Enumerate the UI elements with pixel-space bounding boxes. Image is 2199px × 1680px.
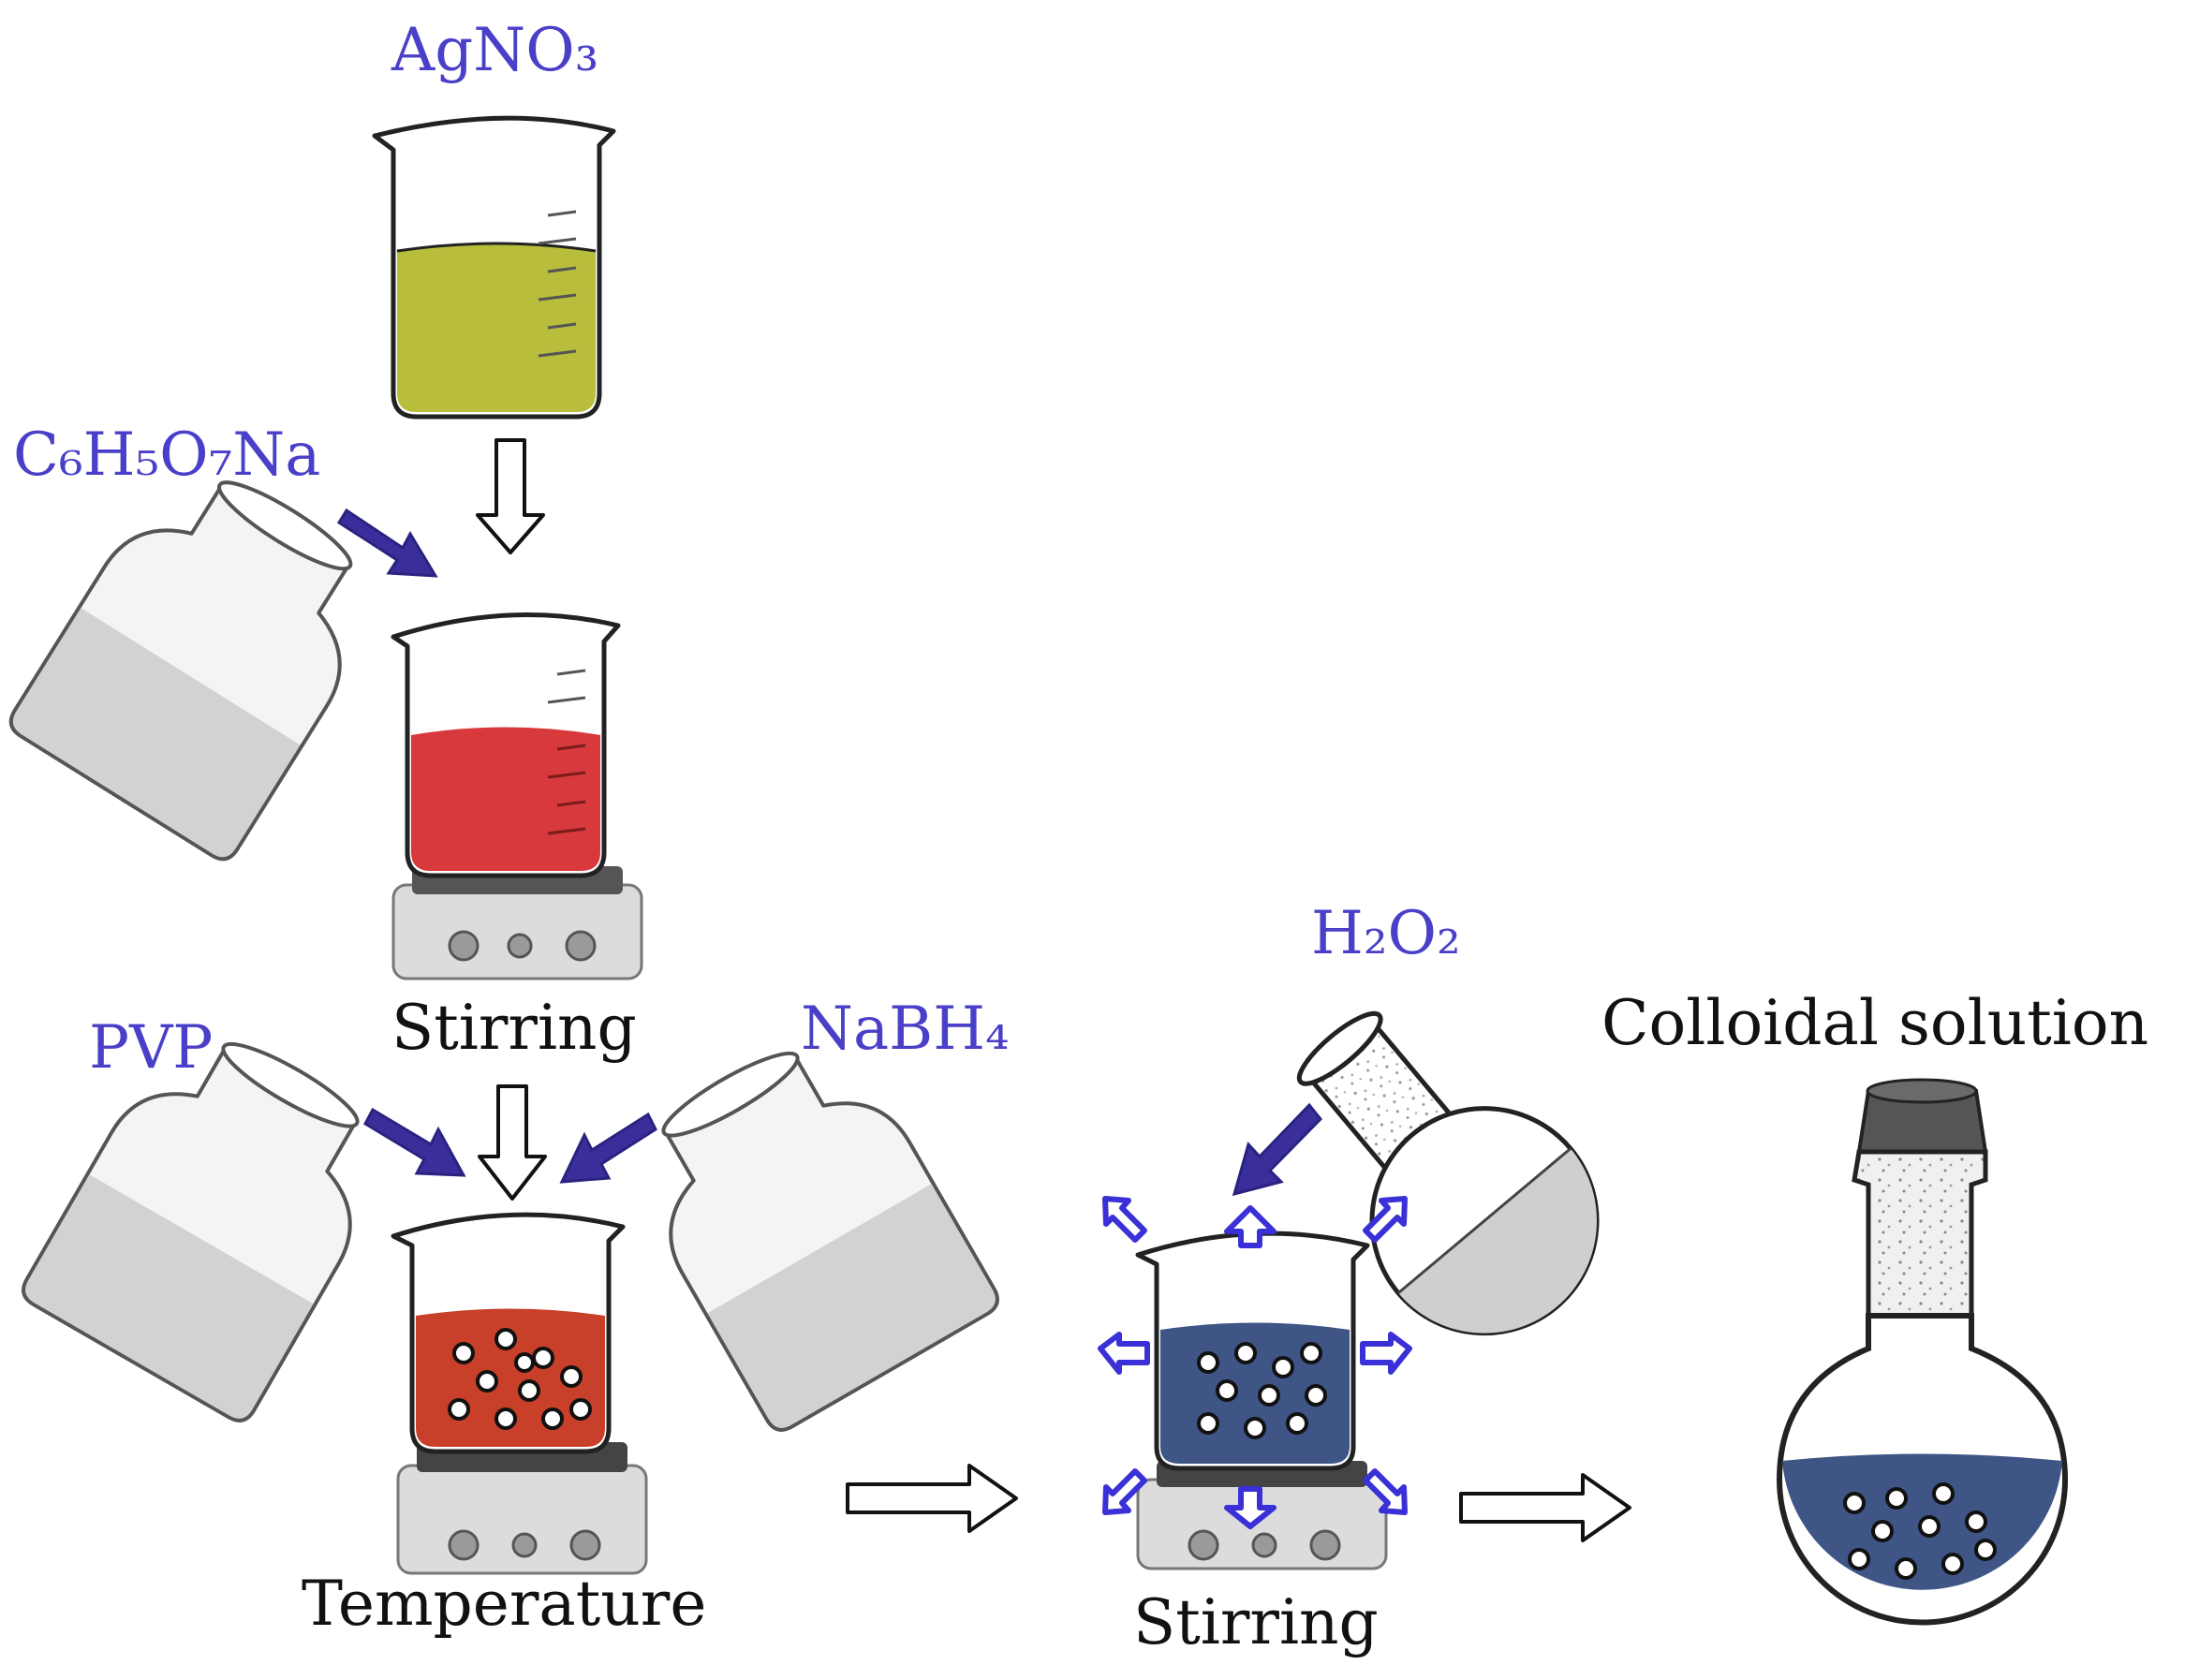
- stirring-label-2: Stirring: [1133, 1586, 1379, 1658]
- nabh4-bottle: [661, 1051, 999, 1432]
- agno3-label: AgNO₃: [391, 16, 598, 85]
- temperature-beaker: [391, 1212, 648, 1575]
- colloidal-solution-label: Colloidal solution: [1601, 987, 2148, 1059]
- agno3-beaker: [372, 115, 616, 420]
- colloidal-flask: [1776, 1078, 2069, 1626]
- citrate-bottle: [8, 480, 353, 862]
- emission-arrows: [1098, 1196, 1412, 1529]
- flow-arrow-right-2: [1459, 1473, 1631, 1542]
- h2o2-arrow: [1232, 1102, 1323, 1197]
- flow-arrow-down-1: [476, 438, 545, 554]
- pvp-arrow: [363, 1107, 466, 1177]
- agno3-liquid: [397, 243, 596, 412]
- citrate-arrow: [336, 508, 438, 578]
- citrate-label: C₆H₅O₇Na: [13, 420, 320, 490]
- h2o2-label: H₂O₂: [1311, 899, 1461, 968]
- temperature-label: Temperature: [302, 1568, 706, 1640]
- nabh4-arrow: [559, 1112, 657, 1184]
- pvp-bottle: [22, 1041, 360, 1422]
- red-stirring-beaker: [391, 612, 643, 980]
- flow-arrow-down-2: [478, 1084, 547, 1201]
- h2o2-flask: [1296, 1010, 1600, 1336]
- red-liquid-1: [411, 727, 600, 871]
- pvp-label: PVP: [89, 1013, 213, 1083]
- flow-arrow-right-1: [846, 1464, 1018, 1533]
- stirring-label-1: Stirring: [391, 992, 637, 1064]
- blue-stirring-beaker: [1098, 1196, 1412, 1570]
- nabh4-label: NaBH₄: [801, 995, 1010, 1064]
